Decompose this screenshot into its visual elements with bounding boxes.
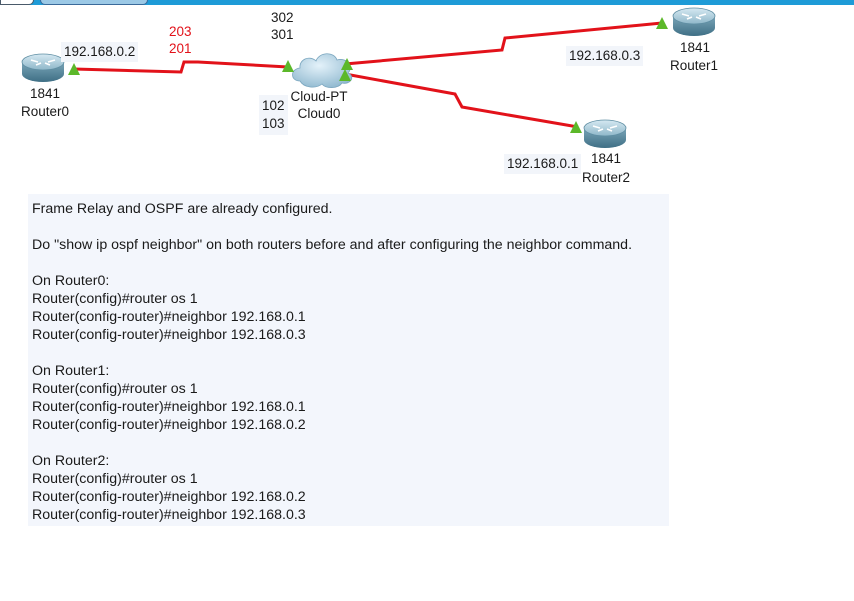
- link-up-marker: [68, 63, 80, 75]
- top-toolbar-bar: [0, 0, 854, 5]
- note-line: [32, 434, 665, 452]
- link-cloud-router2[interactable]: [344, 72, 579, 129]
- note-line: On Router2:: [32, 453, 110, 469]
- note-line: [32, 218, 665, 236]
- note-line: Router(config)#router os 1: [32, 381, 198, 397]
- link-up-marker: [656, 17, 668, 29]
- router1-icon[interactable]: [672, 7, 716, 36]
- router0-ip-label: 192.168.0.2: [61, 42, 139, 62]
- dlci-label: 103: [262, 116, 285, 131]
- note-line: Router(config-router)#neighbor 192.168.0…: [32, 399, 306, 415]
- note-line: Router(config-router)#neighbor 192.168.0…: [32, 507, 306, 523]
- router2-icon[interactable]: [583, 119, 627, 148]
- dlci-label: 201: [169, 41, 192, 56]
- router0-name-label: Router0: [20, 104, 70, 119]
- note-line: Router(config)#router os 1: [32, 291, 198, 307]
- dlci-label: 102: [262, 98, 285, 113]
- link-cloud-router1[interactable]: [344, 21, 663, 66]
- dlci-label: 302: [271, 10, 294, 25]
- link-router0-cloud[interactable]: [73, 60, 289, 74]
- serial-links: [73, 21, 663, 129]
- note-line: Router(config-router)#neighbor 192.168.0…: [32, 489, 306, 505]
- router1-name-label: Router1: [669, 58, 719, 73]
- cloud-name-label: Cloud0: [297, 106, 341, 121]
- router1-model-label: 1841: [679, 40, 711, 55]
- instruction-note: Frame Relay and OSPF are already configu…: [28, 194, 669, 526]
- note-line: Do "show ip ospf neighbor" on both route…: [32, 237, 633, 253]
- router2-model-label: 1841: [590, 151, 622, 166]
- cloud-icon[interactable]: [292, 53, 353, 89]
- note-line: [32, 254, 665, 272]
- router1-ip-label: 192.168.0.3: [566, 46, 644, 66]
- note-line: On Router0:: [32, 273, 110, 289]
- dlci-label-group: 102 103: [259, 95, 288, 135]
- link-up-marker: [341, 58, 353, 70]
- link-status-markers: [68, 17, 668, 133]
- link-up-marker: [339, 69, 351, 81]
- router0-model-label: 1841: [29, 86, 61, 101]
- note-line: [32, 344, 665, 362]
- note-line: Router(config-router)#neighbor 192.168.0…: [32, 327, 306, 343]
- router0-icon[interactable]: [21, 53, 65, 82]
- dlci-label: 301: [271, 27, 294, 42]
- note-line: Router(config-router)#neighbor 192.168.0…: [32, 309, 306, 325]
- link-up-marker: [282, 60, 294, 72]
- note-line: Router(config-router)#neighbor 192.168.0…: [32, 417, 306, 433]
- note-line: Router(config)#router os 1: [32, 471, 198, 487]
- router2-name-label: Router2: [581, 170, 631, 184]
- link-up-marker: [570, 121, 582, 133]
- router2-ip-label: 192.168.0.1: [504, 154, 582, 174]
- note-line: On Router1:: [32, 363, 110, 379]
- cloud-model-label: Cloud-PT: [290, 89, 348, 104]
- note-line: Frame Relay and OSPF are already configu…: [32, 201, 333, 217]
- dlci-label: 203: [169, 24, 192, 39]
